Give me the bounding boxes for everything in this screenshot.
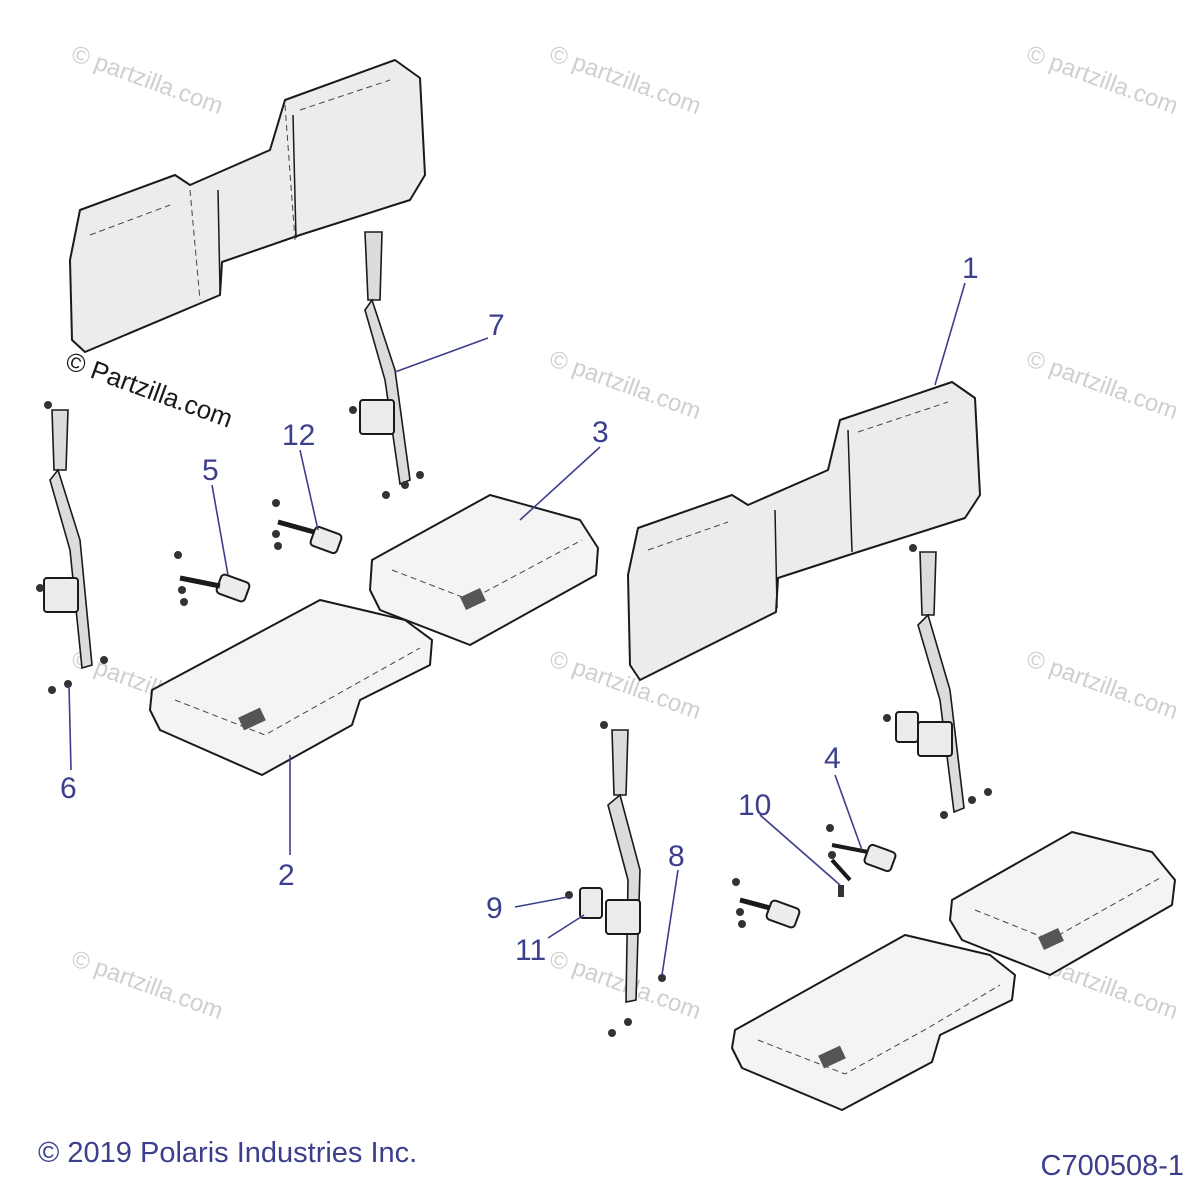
seat-bottom-2	[149, 599, 433, 776]
buckle-front-left	[732, 878, 801, 929]
copyright-text: © 2019 Polaris Industries Inc.	[38, 1137, 418, 1169]
seatbelt-front-right	[883, 544, 992, 819]
watermark-main: © Partzilla.com	[62, 345, 237, 433]
callout-6: 6	[60, 772, 77, 805]
seat-back-front	[627, 381, 981, 681]
svg-text:© partzilla.com: © partzilla.com	[546, 945, 705, 1025]
callout-12: 12	[282, 419, 315, 452]
callout-5: 5	[202, 454, 219, 487]
callout-1: 1	[962, 252, 979, 285]
callout-3: 3	[592, 416, 609, 449]
callout-2: 2	[278, 859, 295, 892]
svg-text:© partzilla.com: © partzilla.com	[546, 345, 705, 425]
seat-back-rear	[69, 59, 426, 353]
callout-4: 4	[824, 742, 841, 775]
connector-10	[838, 885, 844, 897]
buckle-12	[272, 499, 343, 555]
callout-9: 9	[486, 892, 503, 925]
seatbelt-7	[349, 231, 424, 499]
leader-lines	[68, 282, 966, 976]
buckle-5	[174, 551, 251, 606]
svg-text:© partzilla.com: © partzilla.com	[68, 40, 227, 120]
callout-11: 11	[515, 934, 546, 967]
svg-text:© partzilla.com: © partzilla.com	[68, 945, 227, 1025]
svg-text:© partzilla.com: © partzilla.com	[546, 40, 705, 120]
buckle-4	[826, 824, 897, 882]
svg-text:© partzilla.com: © partzilla.com	[1023, 345, 1182, 425]
svg-text:© partzilla.com: © partzilla.com	[1023, 645, 1182, 725]
svg-text:© partzilla.com: © partzilla.com	[1023, 40, 1182, 120]
seat-bottom-3	[369, 494, 599, 646]
callout-7: 7	[488, 309, 505, 342]
seatbelt-6	[36, 401, 108, 694]
seat-bottom-front-right	[949, 831, 1176, 976]
callout-10: 10	[738, 789, 771, 822]
callouts: 1 2 3 4 5 6 7 8 9 10 11 12	[60, 252, 979, 967]
diagram-code: C700508-1	[1040, 1150, 1185, 1182]
seat-bottom-front-left	[731, 934, 1016, 1111]
callout-8: 8	[668, 840, 685, 873]
